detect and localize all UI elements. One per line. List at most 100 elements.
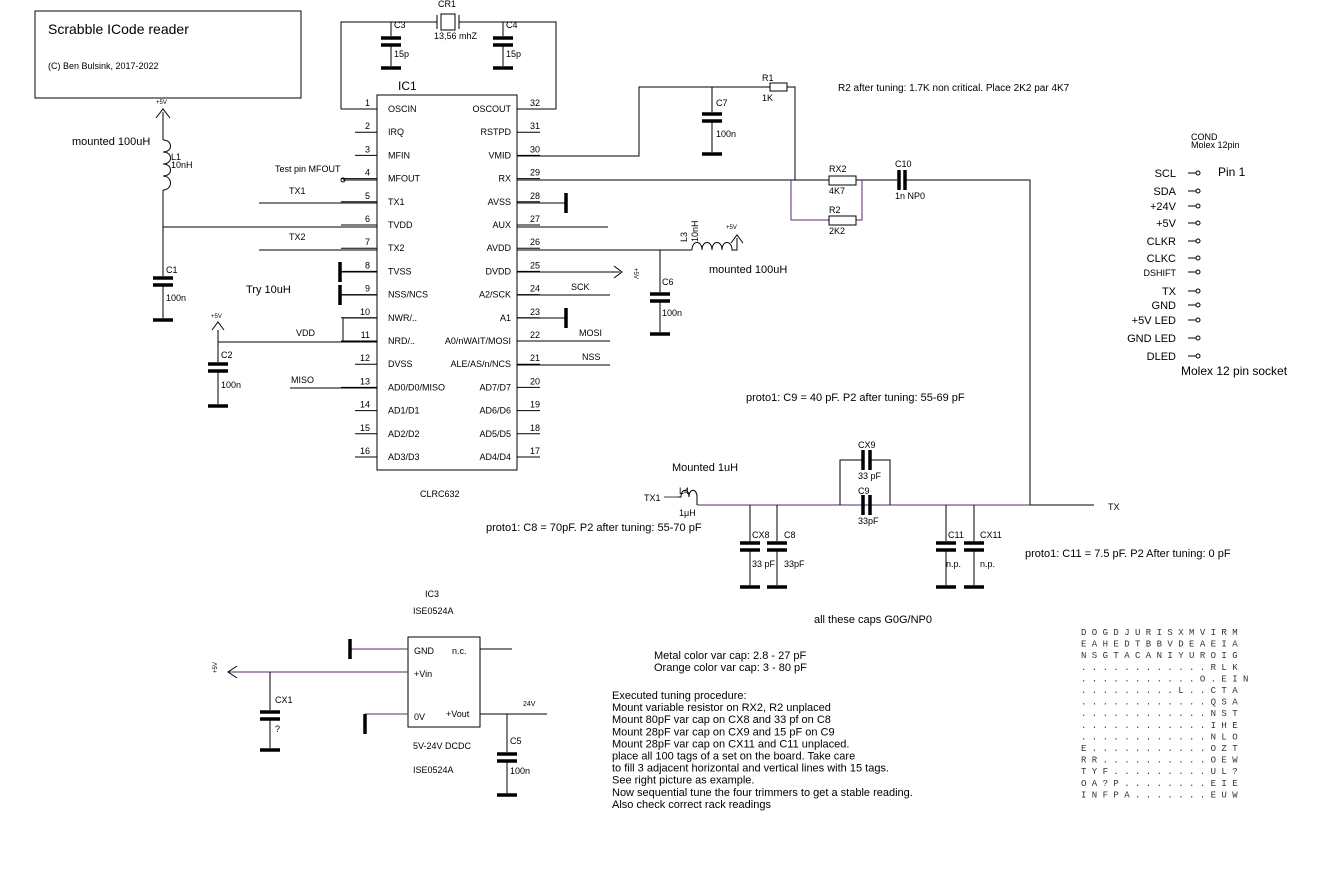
ic1-body — [376, 94, 518, 471]
connector-pin-contact — [1195, 255, 1201, 261]
c3-ref: C3 — [394, 20, 406, 30]
ic1-pin-name: AD4/D4 — [479, 452, 511, 462]
rx2 — [828, 175, 857, 186]
connector-pin-label: GND LED — [1127, 333, 1176, 345]
letter-grid-row: . . . . . . . . . L . . C T A — [1081, 686, 1238, 696]
note-orange: Orange color var cap: 3 - 80 pF — [654, 662, 807, 674]
note-caps: all these caps G0G/NP0 — [814, 614, 932, 626]
ic1-pin-number: 28 — [530, 191, 540, 201]
note-try: Try 10uH — [246, 284, 291, 296]
ic3-pin-vin: +Vin — [414, 669, 432, 679]
procedure-line: to fill 3 adjacent horizontal and vertic… — [612, 763, 889, 775]
connector-pin-contact — [1195, 317, 1201, 323]
net-vdd: VDD — [296, 328, 316, 338]
connector-subtitle: Molex 12pin — [1191, 140, 1240, 150]
ic1-pin-number: 17 — [530, 446, 540, 456]
ic1-pin-number: 7 — [365, 237, 370, 247]
ic1-pin-number: 3 — [365, 144, 370, 154]
ic1-pin-number: 15 — [360, 423, 370, 433]
letter-grid-row: . . . . . . . . . . . . Q S A — [1081, 698, 1238, 708]
c5-ref: C5 — [510, 736, 522, 746]
cx1-ref: CX1 — [275, 695, 293, 705]
net-mosi: MOSI — [579, 328, 602, 338]
c11-value: n.p. — [946, 559, 961, 569]
connector-pin-label: DSHIFT — [1144, 268, 1177, 278]
ic3-pin-vout: +Vout — [446, 709, 470, 719]
ic1-pin-number: 5 — [365, 191, 370, 201]
c2-supply: +5V — [211, 314, 222, 320]
rx2-ref: RX2 — [829, 164, 847, 174]
l1-value: 10nH — [171, 160, 193, 170]
procedure-line: Also check correct rack readings — [612, 799, 771, 811]
ic1-pin-name: TVDD — [388, 220, 413, 230]
ic3-part: ISE0524A — [413, 606, 454, 616]
connector-pin-label: +24V — [1150, 201, 1177, 213]
ic1-pin-number: 23 — [530, 307, 540, 317]
dvdd-supply: +5V — [632, 268, 638, 279]
c10-value: 1n NP0 — [895, 191, 925, 201]
ic1-pin-name: NWR/.. — [388, 313, 417, 323]
ic1-pin-number: 11 — [361, 330, 370, 340]
letter-grid-row: R R . . . . . . . . . . O E W — [1081, 756, 1238, 766]
cx1-value: ? — [275, 724, 280, 734]
net-miso: MISO — [291, 375, 314, 385]
ic1-pin-number: 8 — [365, 260, 370, 270]
connector-pin-label: CLKR — [1147, 236, 1176, 248]
ic1-pin-name: NRD/.. — [388, 336, 415, 346]
l4-value: 1μH — [679, 508, 696, 518]
c1-value: 100n — [166, 293, 186, 303]
c8-ref: C8 — [784, 530, 796, 540]
cx9-ref: CX9 — [858, 440, 876, 450]
ic1-pin-number: 16 — [360, 446, 370, 456]
letter-grid-row: I N F P A . . . . . . . E U W — [1081, 790, 1238, 800]
c6-value: 100n — [662, 308, 682, 318]
procedure-line: See right picture as example. — [612, 775, 754, 787]
ic1-pin-name: TX2 — [388, 243, 405, 253]
letter-grid-row: . . . . . . . . . . . . R L K — [1081, 663, 1238, 673]
cx8-ref: CX8 — [752, 530, 770, 540]
ic1-pin-name: OSCOUT — [472, 104, 511, 114]
connector-pin-label: TX — [1162, 286, 1177, 298]
ic1-ref: IC1 — [398, 79, 417, 93]
l3-ref: L3 — [679, 232, 689, 242]
c9-value: 33pF — [858, 516, 879, 526]
letter-grid-row: T Y F . . . . . . . . . U L ? — [1081, 767, 1238, 777]
ic1-pin-name: VMID — [489, 150, 512, 160]
ic3-supply: +5V — [213, 662, 219, 673]
note-c11: proto1: C11 = 7.5 pF. P2 After tuning: 0… — [1025, 548, 1231, 560]
l3-value: 10nH — [690, 220, 700, 242]
ic1-pin-name: AD6/D6 — [479, 406, 511, 416]
letter-grid-row: N S G T A C A N I Y U R O I G — [1081, 651, 1238, 661]
ic1-right-nets: +5V L3 10nH mounted 100uH C6 100n +5V SC… — [517, 193, 787, 366]
tvdd-network: +5V L1 10nH mounted 100uH C1 100n TX1 TX… — [72, 100, 377, 322]
ic3: IC3 ISE0524A GND n.c. +Vin +Vout 0V 5V-2… — [213, 589, 547, 797]
note-l1-mounted: mounted 100uH — [72, 136, 150, 148]
ic1-pin-number: 24 — [530, 284, 540, 294]
c4-ref: C4 — [506, 20, 518, 30]
letter-grid-row: . . . . . . . . . . . . N L O — [1081, 732, 1238, 742]
ic1-pin-name: DVDD — [485, 266, 511, 276]
ic1-pin-number: 10 — [360, 307, 370, 317]
ic1-pin-number: 18 — [530, 423, 540, 433]
net-tx1: TX1 — [289, 186, 306, 196]
title-block — [34, 10, 302, 99]
ic1-pin-name: AD0/D0/MISO — [388, 382, 445, 392]
ic1-pin-number: 13 — [360, 376, 370, 386]
letter-grid-row: . . . . . . . . . . . . N S T — [1081, 709, 1238, 719]
r1-value: 1K — [762, 93, 773, 103]
ic1-pin-name: NSS/NCS — [388, 290, 428, 300]
ic1-pin-number: 27 — [530, 214, 540, 224]
c5-value: 100n — [510, 766, 530, 776]
ic1-pin-number: 6 — [365, 214, 370, 224]
ic1-pin-name: ALE/AS/n/NCS — [450, 359, 511, 369]
ic1-pin-number: 26 — [530, 237, 540, 247]
c7-value: 100n — [716, 129, 736, 139]
connector-pin-label: SCL — [1155, 168, 1176, 180]
ic1-pin-name: AD7/D7 — [479, 382, 511, 392]
c4-value: 15p — [506, 49, 521, 59]
ic1-pin-name: RSTPD — [480, 127, 511, 137]
connector-pin-contact — [1195, 335, 1201, 341]
net-tx2: TX2 — [289, 232, 306, 242]
ic1-pin-name: IRQ — [388, 127, 404, 137]
